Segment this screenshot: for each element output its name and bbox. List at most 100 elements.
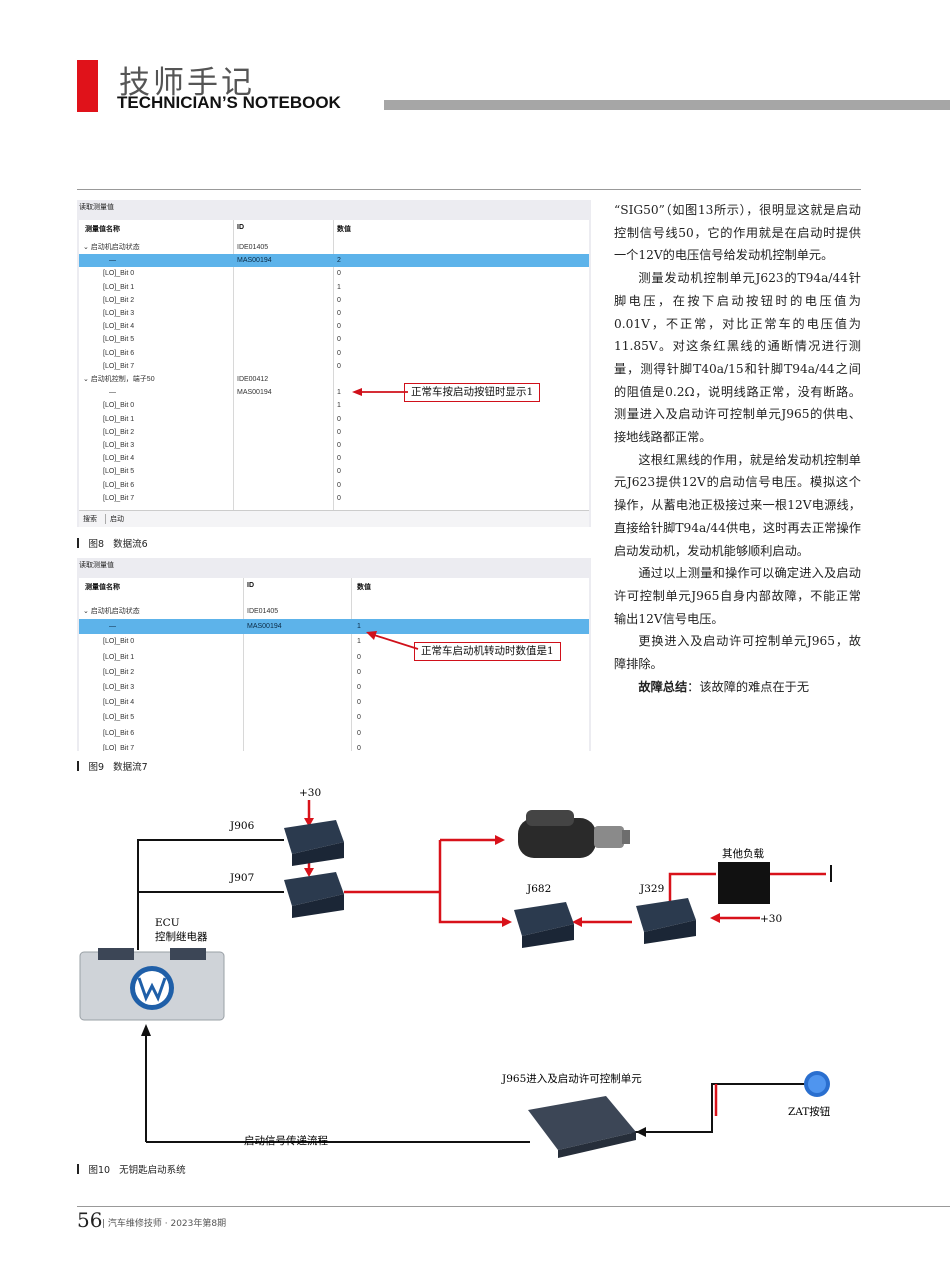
column-header: 测量值名称 [85, 226, 120, 233]
cell-value: 0 [337, 442, 341, 449]
cell-value: 2 [337, 257, 341, 265]
cell-value: 0 [337, 362, 341, 370]
cell-value: 0 [337, 336, 341, 344]
column-header: 测量值名称 [85, 584, 120, 591]
table-row[interactable]: [LO]_Bit 7 0 [79, 360, 589, 373]
search-input[interactable]: 启动 [105, 514, 124, 524]
cell-value: 0 [357, 714, 361, 722]
table-row[interactable]: [LO]_Bit 5 0 [79, 710, 589, 725]
table-row[interactable]: [LO]_Bit 0 1 [79, 399, 589, 412]
table-row[interactable]: [LO]_Bit 5 0 [79, 333, 589, 346]
journal-name: | 汽车维修技师 · 2023年第8期 [102, 1219, 227, 1229]
cell-value: 0 [337, 428, 341, 436]
cell-value: 1 [357, 623, 361, 631]
table-row[interactable]: [LO]_Bit 6 0 [79, 479, 589, 492]
summary-paragraph: 故障总结：该故障的难点在于无 [638, 679, 810, 694]
article-body: “SIG50”（如图13所示），很明显这就是启动控制信号线50，它的作用就是在启… [614, 199, 861, 698]
cell-name: — [109, 257, 116, 265]
top-rule [77, 189, 861, 190]
footer-rule [77, 1206, 950, 1207]
cell-value: 0 [337, 468, 341, 476]
cell-name: [LO]_Bit 6 [103, 349, 135, 357]
paragraph: 测量发动机控制单元J623的T94a/44针脚电压，在按下启动按钮时的电压值为0… [614, 271, 861, 445]
cell-name: [LO]_Bit 6 [103, 481, 135, 489]
label-j907: J907 [229, 872, 254, 884]
relay-j907-icon [284, 872, 344, 918]
column-header: 数值 [357, 584, 371, 591]
cell-name: [LO]_Bit 0 [103, 402, 135, 410]
label-flow: 启动信号传递流程 [244, 1134, 328, 1147]
cell-name: [LO]_Bit 7 [103, 362, 135, 370]
cell-value: 0 [337, 323, 341, 331]
cell-name: [LO]_Bit 1 [103, 283, 135, 291]
cell-id: MAS00194 [237, 257, 272, 265]
table-row[interactable]: [LO]_Bit 4 0 [79, 320, 589, 333]
cell-value: 0 [337, 481, 341, 489]
label-j906: J906 [229, 820, 255, 832]
window-title: 读取测量值 [79, 562, 114, 569]
paragraph: “SIG50”（如图13所示），很明显这就是启动控制信号线50，它的作用就是在启… [614, 203, 861, 263]
starter-motor-icon [518, 810, 630, 858]
cell-name: [LO]_Bit 3 [103, 310, 135, 317]
fig9-callout: 正常车启动机转动时数值是1 [414, 642, 561, 661]
cell-name: ⌄ 启动机启动状态 [83, 244, 140, 251]
cell-name: [LO]_Bit 5 [103, 714, 135, 722]
cell-value: 0 [357, 729, 361, 737]
fig8-caption: 图8 数据流6 [77, 536, 148, 550]
fig10-caption: 图10 无钥匙启动系统 [77, 1162, 186, 1176]
cell-value: 0 [357, 668, 361, 676]
section-marker [77, 60, 98, 112]
fig9-callout-arrow [366, 631, 419, 650]
column-header: ID [247, 582, 254, 589]
cell-value: 0 [357, 653, 361, 661]
cell-name: [LO]_Bit 2 [103, 428, 135, 436]
search-bar: 搜索 启动 [79, 510, 589, 527]
cell-name: [LO]_Bit 5 [103, 336, 135, 344]
table-row[interactable]: — MAS00194 2 [79, 254, 589, 268]
window-title: 读取测量值 [79, 204, 114, 211]
label-zat: ZAT按钮 [788, 1105, 831, 1118]
cell-value: 1 [337, 402, 341, 410]
cell-name: [LO]_Bit 2 [103, 296, 135, 304]
cell-id: MAS00194 [237, 389, 272, 397]
relay-j906-icon [284, 820, 344, 866]
cell-name: [LO]_Bit 5 [103, 468, 135, 476]
table-row[interactable]: [LO]_Bit 5 0 [79, 465, 589, 478]
cell-name: [LO]_Bit 1 [103, 415, 135, 423]
cell-name: [LO]_Bit 0 [103, 638, 135, 646]
cell-name: — [109, 623, 116, 631]
table-row[interactable]: [LO]_Bit 2 0 [79, 426, 589, 439]
label-relay: 控制继电器 [155, 930, 208, 943]
cell-name: [LO]_Bit 4 [103, 323, 135, 331]
paragraph: 这根红黑线的作用，就是给发动机控制单元J623提供12V的启动信号电压。模拟这个… [614, 452, 861, 558]
label-plus30-top: +30 [299, 787, 321, 799]
cell-value: 0 [357, 699, 361, 707]
cell-id: IDE00412 [237, 376, 269, 383]
cell-value: 0 [337, 270, 341, 278]
ecu-module-icon [79, 948, 225, 1021]
fig10-diagram: +30 J906 J907 J682 J329 其他负载 +30 ECU 控制继… [79, 787, 832, 1158]
